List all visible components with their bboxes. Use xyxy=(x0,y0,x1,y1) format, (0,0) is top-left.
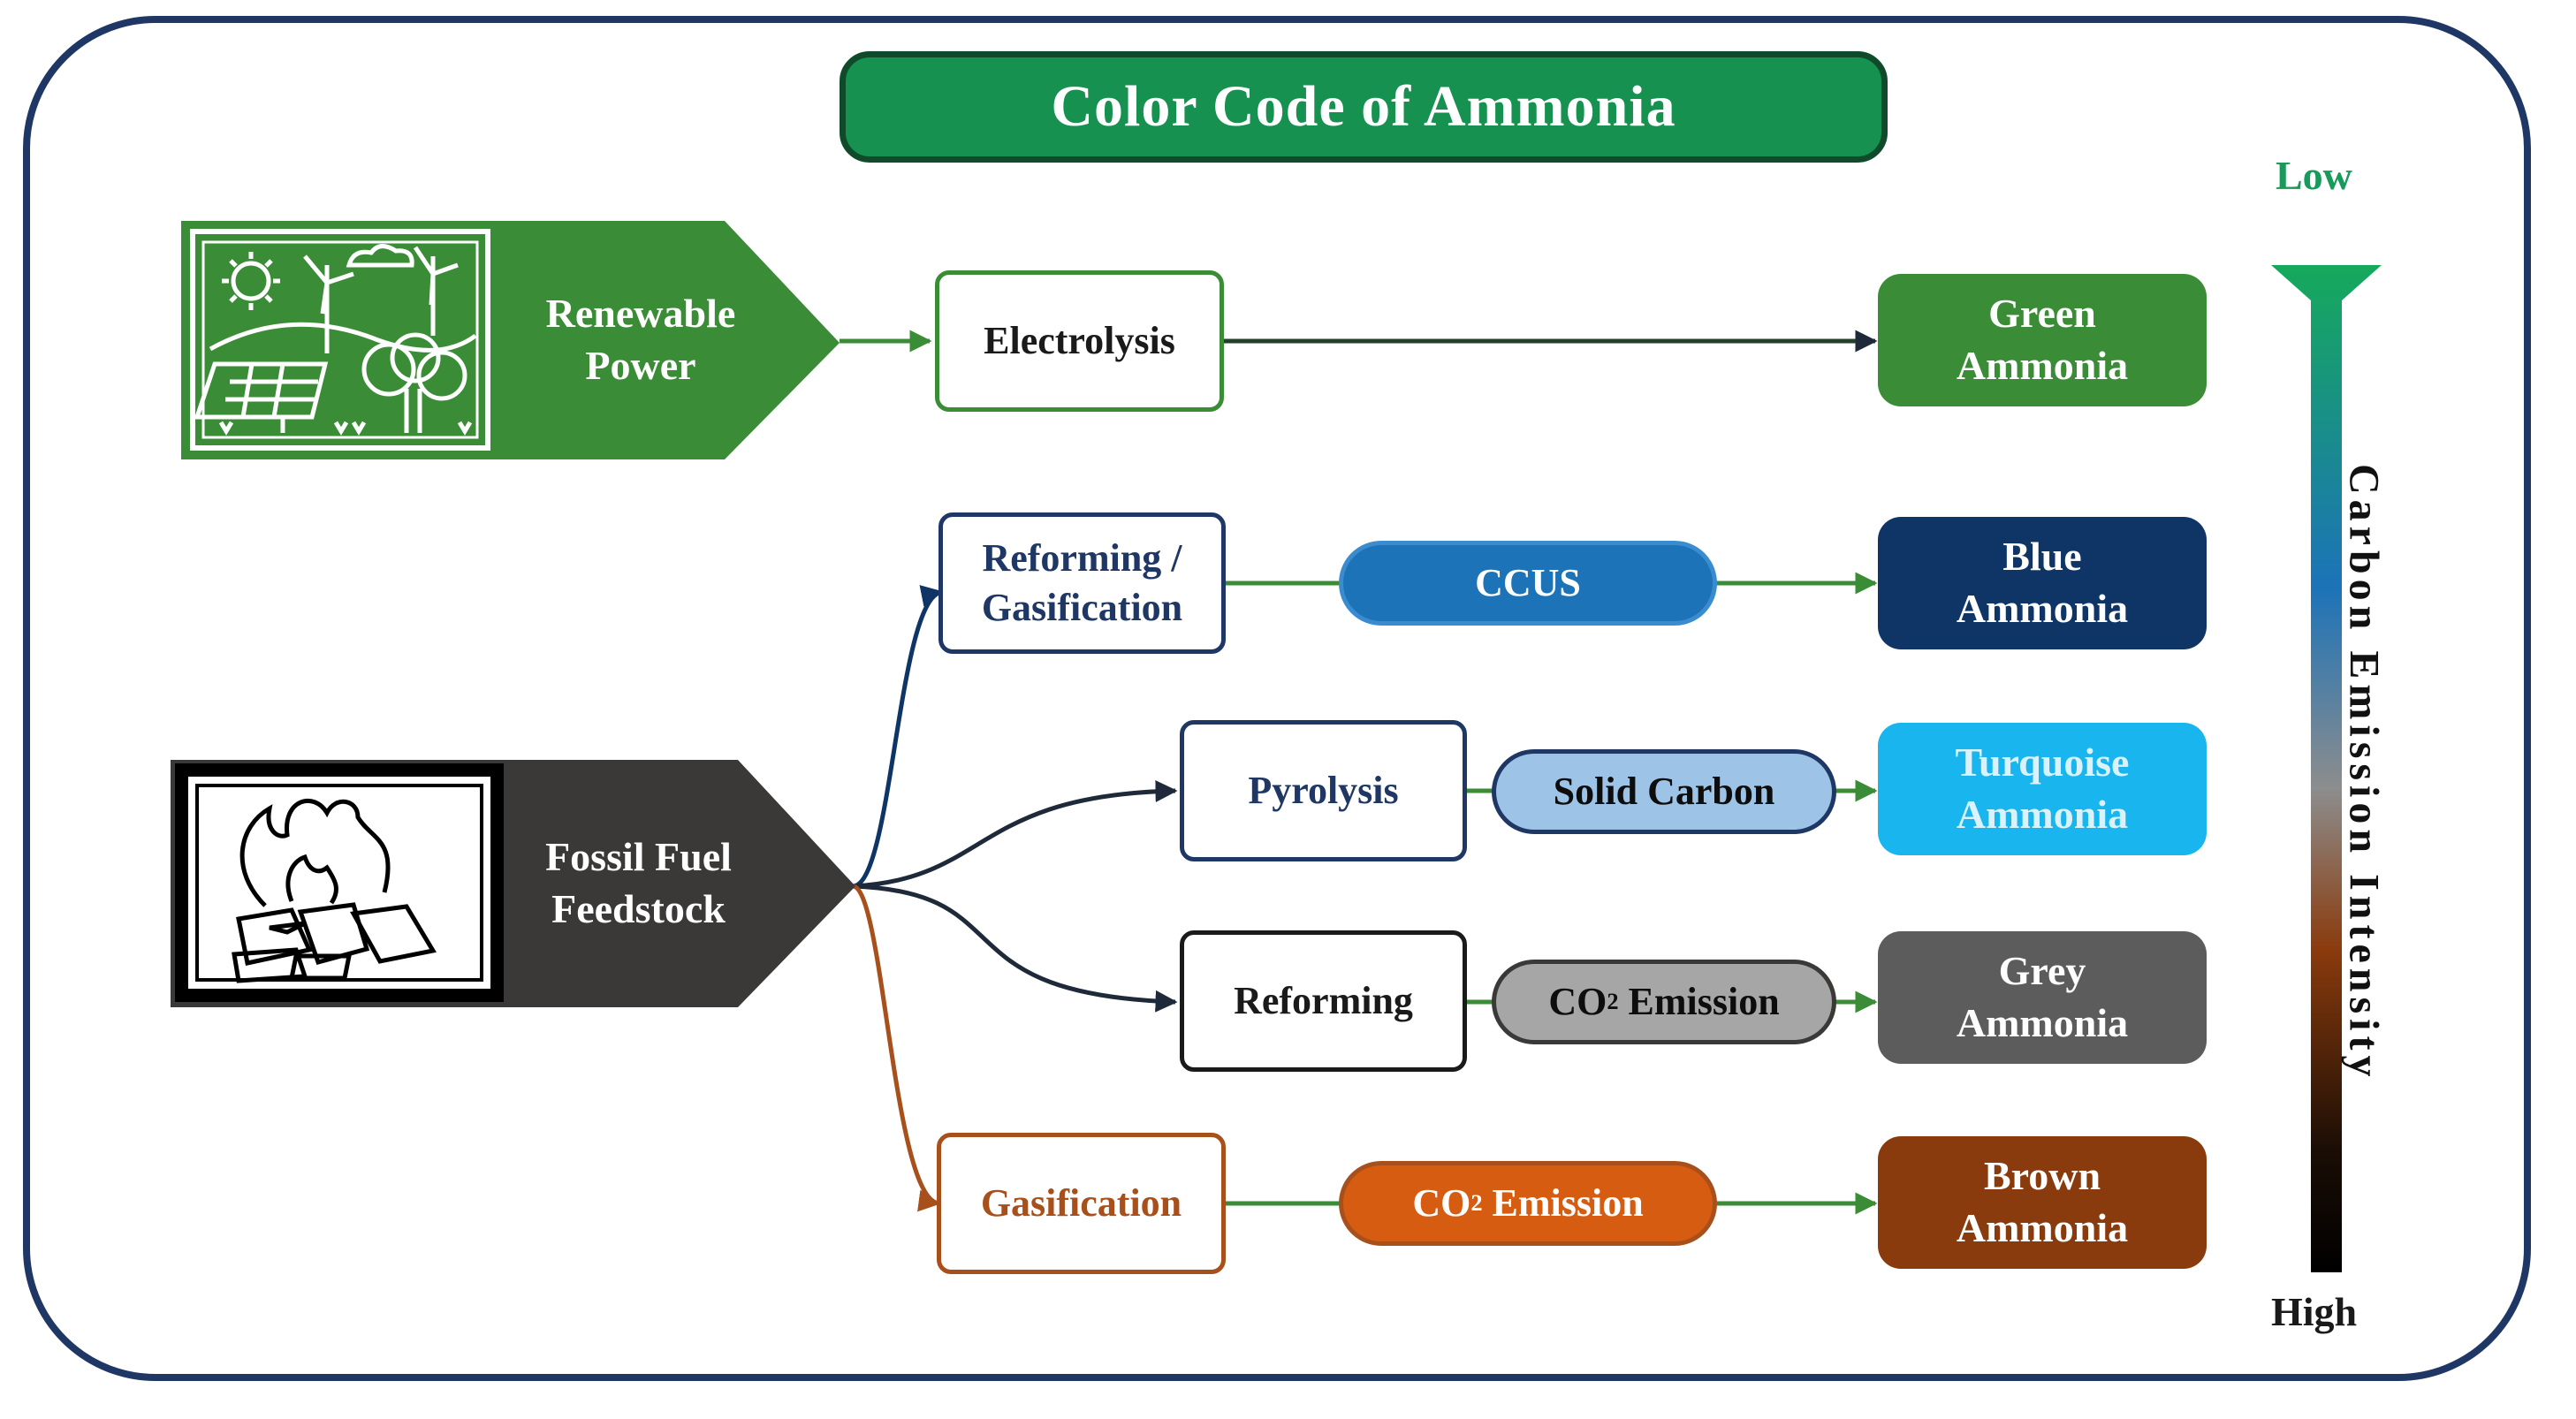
co2-grey-emission-text: Emission xyxy=(1618,979,1780,1023)
grey-ammonia-line1: Grey xyxy=(1998,948,2086,994)
fossil-label-line1: Fossil Fuel xyxy=(545,834,732,880)
co2-grey-text: CO xyxy=(1548,979,1607,1023)
brown-ammonia-line1: Brown xyxy=(1983,1153,2101,1199)
turquoise-ammonia-line1: Turquoise xyxy=(1955,740,2130,785)
carbon-emission-intensity-label: Carbon Emission Intensity xyxy=(2324,442,2404,1104)
green-ammonia-box: Green Ammonia xyxy=(1878,274,2207,406)
co2-brown-text: CO xyxy=(1412,1180,1471,1225)
blue-ammonia-box: Blue Ammonia xyxy=(1878,517,2207,649)
blue-ammonia-line1: Blue xyxy=(2002,534,2082,580)
branch-to-pyrolysis xyxy=(852,780,1178,889)
brown-ammonia-box: Brown Ammonia xyxy=(1878,1136,2207,1269)
diagram-frame xyxy=(23,16,2531,1381)
reforming-box: Reforming xyxy=(1180,930,1467,1072)
scale-low-label: Low xyxy=(2276,153,2352,198)
pyrolysis-box: Pyrolysis xyxy=(1180,720,1467,861)
axis-label-text: Carbon Emission Intensity xyxy=(2340,464,2388,1082)
renewable-source-shape xyxy=(181,221,840,459)
green-ammonia-line1: Green xyxy=(1988,291,2096,337)
co2-brown-subscript: 2 xyxy=(1470,1189,1483,1217)
scale-high-label: High xyxy=(2271,1289,2358,1334)
reforming-gasification-line1: Reforming / xyxy=(982,535,1182,580)
ccus-pill: CCUS xyxy=(1339,541,1717,626)
turquoise-ammonia-box: Turquoise Ammonia xyxy=(1878,723,2207,855)
renewable-power-label: Renewable Power xyxy=(513,278,769,402)
co2-brown-emission-text: Emission xyxy=(1482,1180,1644,1225)
solid-carbon-pill: Solid Carbon xyxy=(1492,749,1836,834)
branch-to-reforming xyxy=(852,884,1178,1013)
branch-to-gasification xyxy=(852,884,941,1212)
grey-ammonia-box: Grey Ammonia xyxy=(1878,931,2207,1064)
brown-ammonia-line2: Ammonia xyxy=(1956,1205,2129,1250)
turquoise-ammonia-line2: Ammonia xyxy=(1956,792,2129,837)
renewable-label-line1: Renewable xyxy=(545,291,736,337)
renewable-landscape-icon xyxy=(190,229,490,451)
renewable-label-line2: Power xyxy=(585,343,696,388)
emission-scale-arrow xyxy=(2271,265,2382,1272)
fossil-label-line2: Feedstock xyxy=(551,886,726,931)
gasification-box: Gasification xyxy=(937,1133,1226,1274)
fire-coal-icon xyxy=(175,763,504,1002)
diagram-title: Color Code of Ammonia xyxy=(840,51,1888,163)
reforming-gasification-line2: Gasification xyxy=(981,586,1183,629)
electrolysis-box: Electrolysis xyxy=(935,270,1224,412)
green-ammonia-line2: Ammonia xyxy=(1956,343,2129,388)
reforming-gasification-box: Reforming / Gasification xyxy=(938,512,1226,654)
branch-to-reforming-gasification xyxy=(852,585,944,889)
co2-grey-subscript: 2 xyxy=(1607,988,1619,1015)
grey-ammonia-line2: Ammonia xyxy=(1956,1000,2129,1045)
fossil-fuel-label: Fossil Fuel Feedstock xyxy=(517,822,760,945)
blue-ammonia-line2: Ammonia xyxy=(1956,586,2129,631)
